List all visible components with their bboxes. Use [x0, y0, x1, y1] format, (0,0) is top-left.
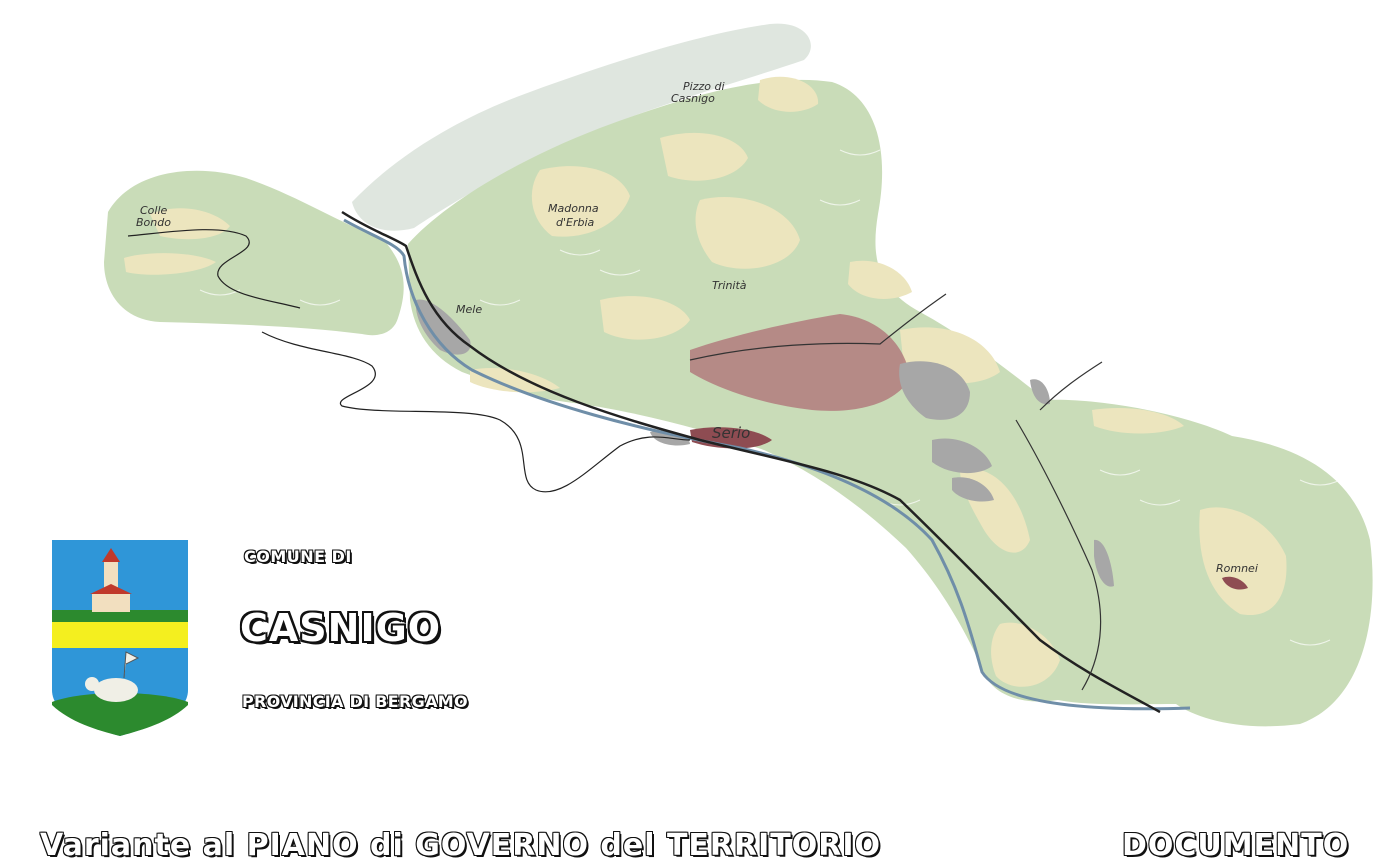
crest-ground — [52, 693, 188, 736]
label-line: Pizzo di — [683, 80, 725, 93]
industrial-zone — [932, 438, 992, 474]
crest-church — [92, 594, 130, 612]
crest-tower-roof — [102, 548, 120, 562]
hatching — [199, 149, 1341, 646]
province-label: PROVINCIA DI BERGAMO — [242, 692, 468, 711]
place-labels: Pizzo di Casnigo Colle Bondo Madonna d'E… — [136, 80, 1258, 575]
label-pizzo-di-casnigo: Pizzo di Casnigo — [671, 80, 728, 105]
label-line: Colle — [140, 204, 168, 217]
label-colle-bondo: Colle Bondo — [136, 204, 171, 229]
meadow-patch — [600, 296, 690, 340]
industrial-zone — [1094, 539, 1114, 587]
serio-river — [343, 218, 1191, 711]
urban-center — [690, 314, 910, 411]
meadow-patch — [991, 622, 1060, 687]
plan-title: Variante al PIANO di GOVERNO del TERRITO… — [40, 828, 882, 863]
industrial-zone — [952, 477, 994, 502]
label-serio: Serio — [712, 424, 750, 442]
document-title: DOCUMENTO — [1122, 828, 1350, 863]
colle-road — [127, 229, 301, 309]
woodland-main — [408, 79, 1373, 727]
casnigo-coat-of-arms-icon — [52, 540, 188, 736]
crest-band-green — [52, 610, 188, 622]
industrial-areas — [415, 299, 1114, 587]
meadow-patch — [660, 132, 748, 181]
label-mele: Mele — [456, 303, 482, 316]
industrial-zone — [1030, 379, 1050, 405]
crest-lamb-head — [85, 677, 99, 691]
label-line: Madonna — [548, 202, 599, 215]
meadow-patch — [758, 76, 819, 112]
meadow-patch — [1199, 507, 1287, 616]
label-madonna-d-erbia: Madonna d'Erbia — [548, 202, 602, 229]
meadow-patch — [848, 260, 912, 299]
meadow-patch — [124, 253, 216, 275]
main-road — [341, 210, 1161, 714]
meadow-patch — [695, 197, 800, 269]
valley-road — [261, 331, 691, 493]
municipality-name: CASNIGO — [240, 606, 442, 650]
crest-lamb — [94, 678, 138, 702]
east-road — [689, 293, 1103, 691]
crest-church-roof — [90, 584, 132, 594]
crest-lamb-banner — [123, 651, 140, 679]
urban-areas — [690, 314, 1248, 590]
comune-di-label: COMUNE DI — [244, 547, 352, 566]
urban-romnei — [1222, 576, 1248, 590]
label-line: Bondo — [136, 216, 171, 229]
label-line: Casnigo — [671, 92, 715, 105]
crest-tower — [104, 562, 118, 592]
meadow-patch — [531, 166, 630, 237]
label-trinita: Trinità — [712, 279, 747, 292]
label-line: d'Erbia — [556, 216, 595, 229]
rock-north — [352, 23, 811, 231]
meadow-patch — [1092, 407, 1184, 434]
hatch-line — [199, 149, 1341, 646]
industrial-zone — [415, 299, 471, 355]
industrial-zone — [899, 361, 970, 420]
label-romnei: Romnei — [1216, 562, 1258, 575]
crest-band-yellow — [52, 622, 188, 648]
